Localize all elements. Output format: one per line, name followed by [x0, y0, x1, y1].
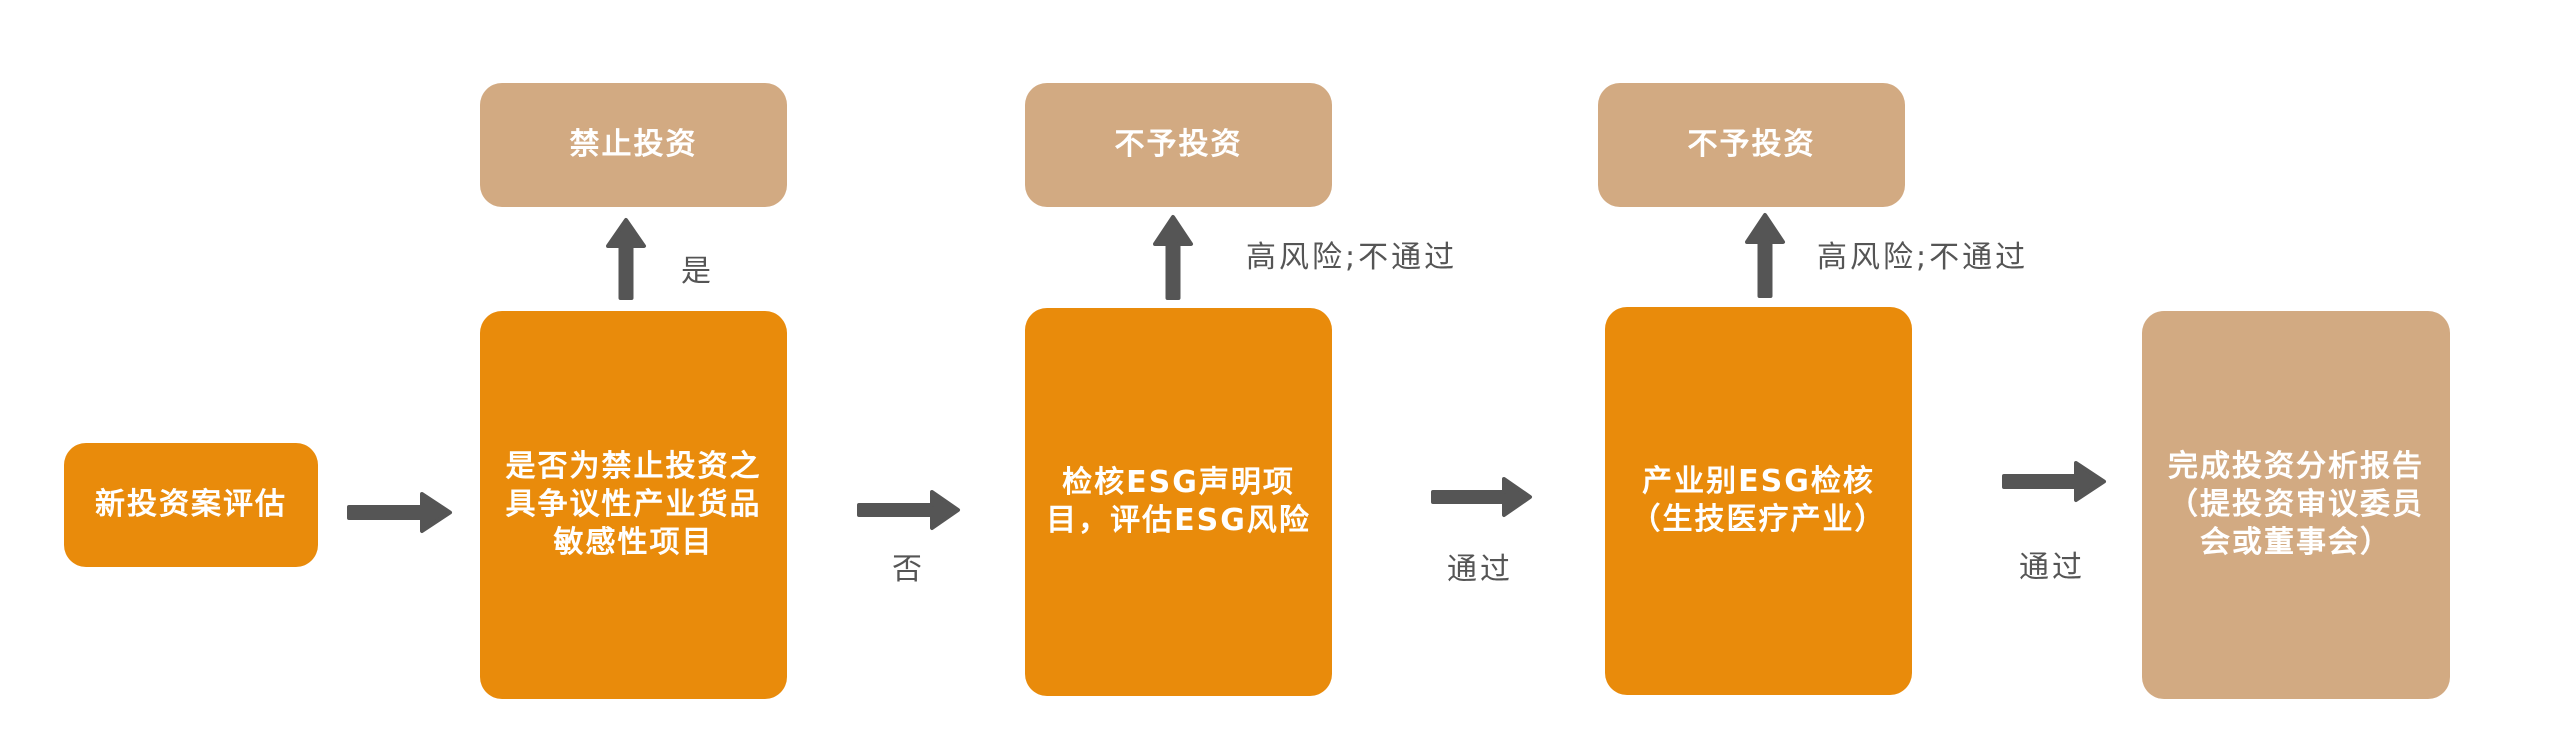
edge-label-pass-1: 通过 [1447, 552, 1513, 587]
arrow-check-to-esg [857, 490, 960, 530]
node-check-prohibited-industry: 是否为禁止投资之 具争议性产业货品 敏感性项目 [480, 311, 787, 699]
arrow-esg-to-industry [1431, 477, 1532, 517]
edge-label-yes: 是 [681, 254, 714, 289]
node-prohibited-investment: 禁止投资 [480, 83, 787, 207]
arrow-industry-to-report [2002, 461, 2106, 502]
arrow-check-to-prohibited [606, 218, 646, 300]
node-label: 检核ESG声明项 目，评估ESG风险 [1046, 465, 1311, 538]
node-industry-esg-check: 产业别ESG检核 （生技医疗产业） [1605, 307, 1912, 695]
node-reject-investment-1: 不予投资 [1025, 83, 1332, 207]
edge-label-no: 否 [892, 552, 925, 587]
node-label: 产业别ESG检核 （生技医疗产业） [1630, 464, 1887, 537]
edge-label-pass-2: 通过 [2019, 550, 2085, 585]
node-new-investment-evaluation: 新投资案评估 [64, 443, 318, 567]
arrow-esg-to-reject [1153, 215, 1193, 300]
node-check-esg-statement: 检核ESG声明项 目，评估ESG风险 [1025, 308, 1332, 696]
arrow-start-to-check [347, 492, 452, 533]
node-label: 完成投资分析报告 （提投资审议委员 会或董事会） [2168, 449, 2424, 560]
node-label: 不予投资 [1687, 127, 1816, 162]
node-investment-report: 完成投资分析报告 （提投资审议委员 会或董事会） [2142, 311, 2450, 699]
node-label: 禁止投资 [569, 127, 698, 162]
edge-label-high-risk-fail-1: 高风险;不通过 [1246, 240, 1458, 275]
node-label: 不予投资 [1114, 127, 1243, 162]
node-label: 是否为禁止投资之 具争议性产业货品 敏感性项目 [505, 449, 762, 560]
edge-label-high-risk-fail-2: 高风险;不通过 [1817, 240, 2029, 275]
node-label: 新投资案评估 [95, 487, 287, 522]
arrow-industry-to-reject [1745, 213, 1785, 298]
node-reject-investment-2: 不予投资 [1598, 83, 1905, 207]
